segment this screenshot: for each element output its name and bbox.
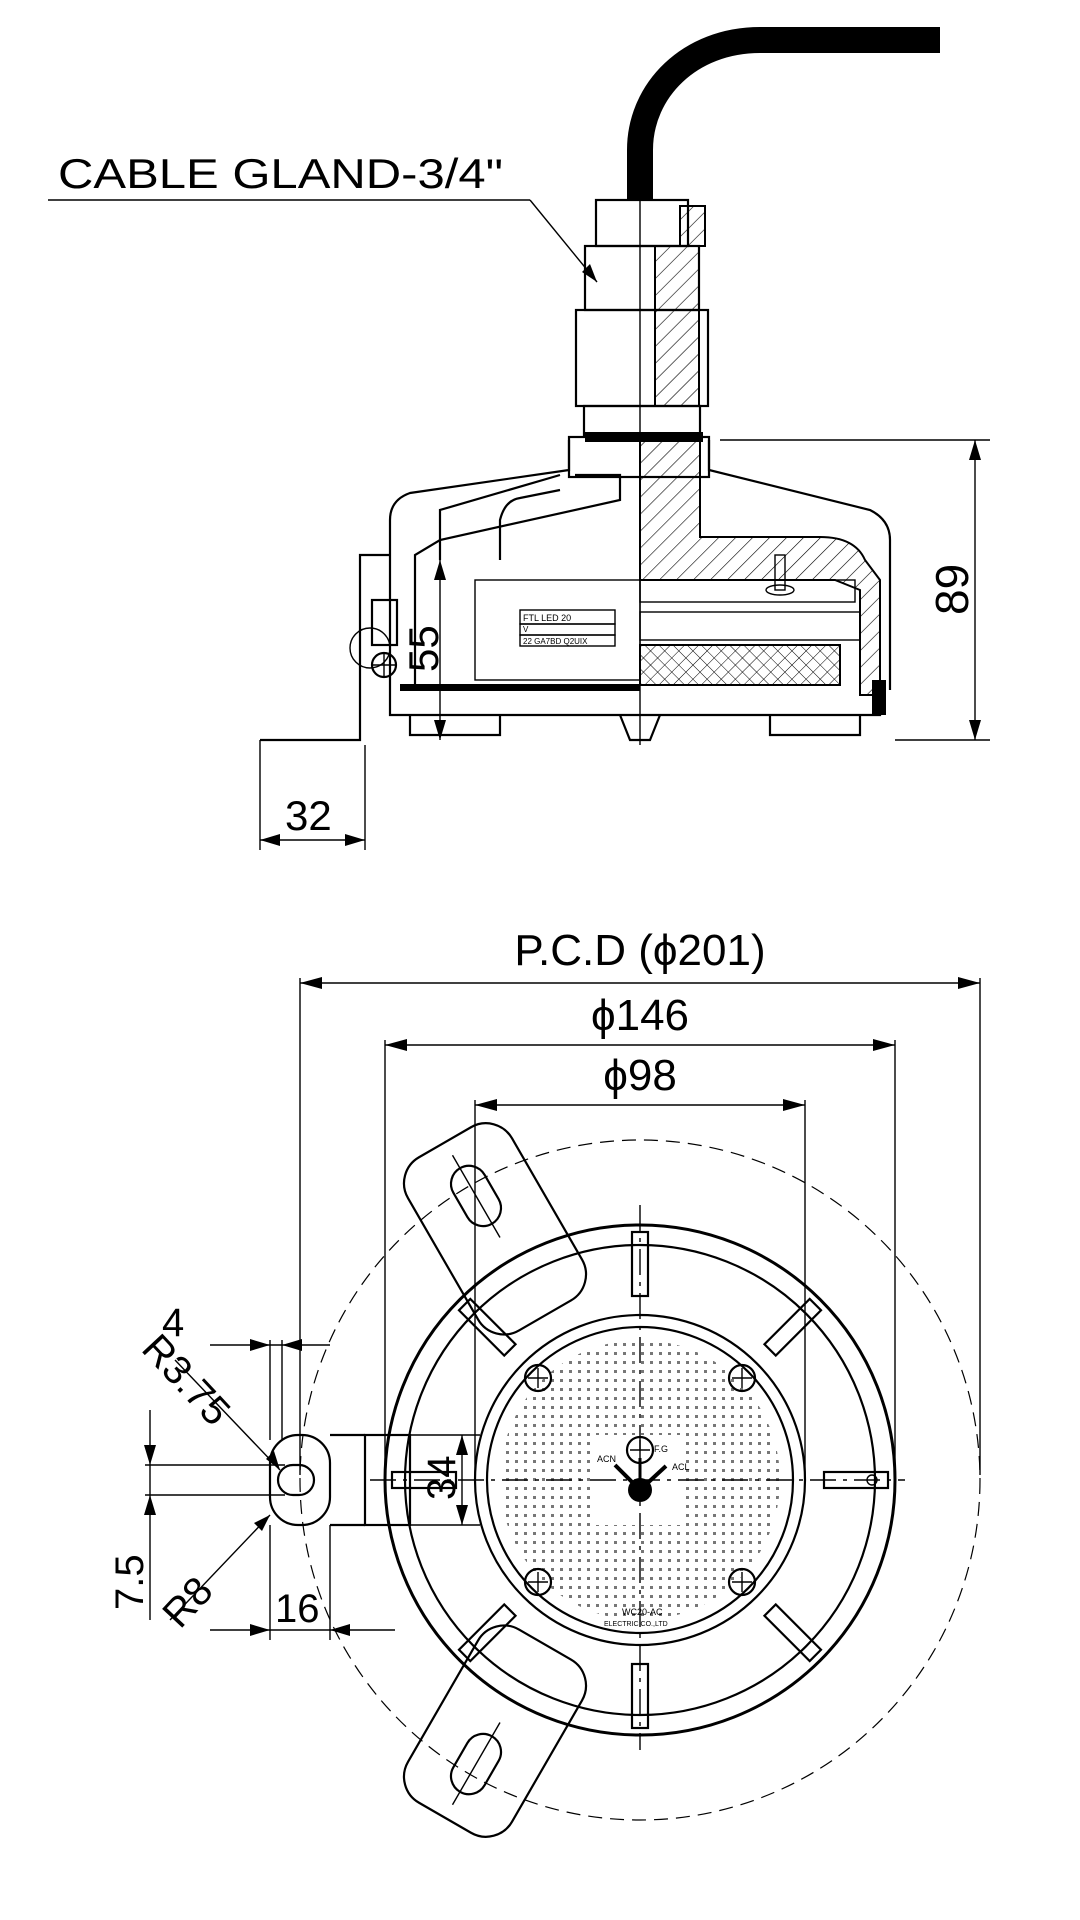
board-screws [523,1363,878,1597]
dim-16-label: 16 [275,1587,320,1631]
dim-32: 32 [259,740,366,850]
mounting-tab-upper [402,1122,588,1336]
plate-line-1: FTL LED 20 [523,613,571,623]
dim-34: 34 [365,1434,480,1526]
dim-r8-label: R8 [154,1569,221,1636]
label-acl: ACL [672,1462,690,1472]
cable-gland [574,196,710,745]
label-fg: F.G [654,1444,668,1454]
pcd-circle [299,1139,981,1821]
dim-16: 16 [210,1525,395,1640]
dim-98-label: ϕ98 [603,1051,677,1100]
dim-r8: R8 [154,1514,271,1636]
mounting-bracket [260,553,399,742]
side-view: CABLE GLAND-3/4" [48,27,990,850]
dim-7-5-label: 7.5 [108,1554,152,1610]
dim-55-label: 55 [400,625,447,672]
dim-34-label: 34 [420,1456,464,1501]
dim-7-5: 7.5 [108,1410,285,1620]
callout-cable-gland: CABLE GLAND-3/4" [58,150,503,197]
dim-4-label: 4 [162,1301,184,1345]
label-acn: ACN [597,1454,616,1464]
dim-55: 55 [400,560,447,740]
dim-146-label: ϕ146 [591,991,689,1040]
plate-line-2: V [523,625,529,634]
board-maker: ELECTRIC CO.,LTD [604,1621,668,1628]
dim-89-label: 89 [926,564,978,615]
dim-pcd: P.C.D (ϕ201) [299,926,981,1475]
terminal-block: ACN F.G ACL WC20-AC ELECTRIC CO.,LTD [597,1444,690,1628]
ribs [390,1230,890,1730]
dim-98: ϕ98 [474,1051,806,1480]
mounting-tab-lower [402,1624,588,1838]
dim-146: ϕ146 [384,991,896,1480]
dim-32-label: 32 [285,792,332,839]
dim-pcd-label: P.C.D (ϕ201) [514,926,765,975]
cable [627,27,940,200]
plate-line-3: 22 GA7BD Q2UIX [523,637,588,646]
detector-housing: FTL LED 20 V 22 GA7BD Q2UIX [388,435,892,742]
board-model: WC20-AC [622,1607,663,1617]
dim-r375-label: R3.75 [133,1326,238,1434]
left-lug-slot [276,1463,316,1497]
dim-89: 89 [720,439,990,741]
top-view: ACN F.G ACL WC20-AC ELECTRIC CO.,LTD P.C… [108,926,981,1838]
